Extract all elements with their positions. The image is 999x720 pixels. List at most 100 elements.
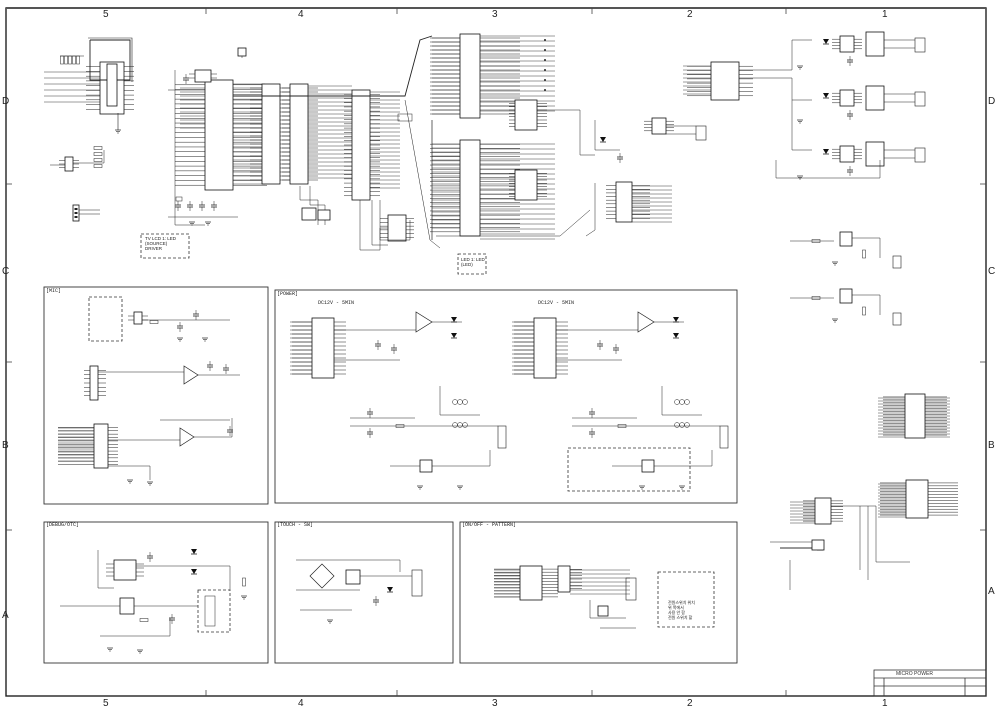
ic-chip bbox=[387, 214, 407, 242]
diode bbox=[823, 39, 829, 44]
wire bbox=[775, 160, 881, 179]
junction bbox=[544, 59, 546, 61]
ic-chip bbox=[106, 63, 118, 107]
wire bbox=[359, 200, 388, 251]
inductor bbox=[679, 422, 685, 428]
debug-title: [DEBUG/OTC] bbox=[46, 522, 80, 528]
power-box bbox=[274, 289, 738, 504]
ic-chip bbox=[113, 559, 137, 581]
resistor bbox=[93, 152, 103, 156]
ic-chip bbox=[557, 565, 571, 593]
connector bbox=[397, 113, 413, 122]
power-left-title: DC12V - 5MIN bbox=[318, 300, 355, 306]
power-right-title: DC12V - 5MIN bbox=[538, 300, 575, 306]
wire bbox=[875, 520, 910, 563]
ic-chip bbox=[64, 156, 74, 172]
title-block-title: MICRO POWER bbox=[896, 671, 933, 677]
resistor bbox=[60, 55, 64, 65]
zone-right-a: A bbox=[988, 586, 995, 597]
touch-sw-title: [TOUCH - SW] bbox=[277, 522, 314, 528]
zone-left-a: A bbox=[2, 610, 9, 621]
ic-chip bbox=[865, 31, 885, 57]
component-layer bbox=[44, 31, 958, 654]
wire bbox=[97, 550, 114, 589]
ic-chip bbox=[811, 539, 825, 551]
resistor bbox=[617, 424, 627, 428]
wire bbox=[585, 183, 596, 237]
inductor bbox=[679, 399, 685, 405]
connector bbox=[914, 37, 926, 53]
inductor bbox=[452, 422, 458, 428]
zone-top-1: 1 bbox=[882, 9, 888, 20]
connector bbox=[914, 91, 926, 107]
tv-note-box bbox=[140, 233, 190, 259]
resistor bbox=[76, 55, 80, 65]
junction bbox=[544, 89, 546, 91]
ic-chip bbox=[459, 139, 481, 237]
ic-chip bbox=[317, 209, 331, 221]
ic-chip bbox=[311, 317, 335, 379]
diode bbox=[387, 587, 393, 592]
ic-chip bbox=[301, 207, 317, 221]
resistor bbox=[93, 164, 103, 168]
ic-chip bbox=[351, 89, 371, 201]
wire bbox=[174, 70, 205, 226]
ic-chip bbox=[514, 169, 538, 201]
wire bbox=[594, 120, 620, 151]
wire bbox=[379, 200, 411, 241]
inductor bbox=[674, 422, 680, 428]
ic-chip bbox=[345, 569, 361, 585]
connector bbox=[625, 577, 637, 601]
resistor bbox=[395, 424, 405, 428]
wire bbox=[439, 386, 480, 416]
inductor bbox=[674, 399, 680, 405]
power-title: [POWER] bbox=[277, 291, 299, 297]
zone-top-4: 4 bbox=[298, 9, 304, 20]
bridge-rectifier bbox=[309, 563, 335, 589]
diode bbox=[673, 317, 679, 322]
pattern-title: [ON/OFF - PATTERN] bbox=[462, 522, 517, 528]
ic-chip bbox=[519, 565, 543, 601]
ic-chip bbox=[839, 145, 855, 163]
opamp bbox=[415, 311, 433, 333]
zone-top-5: 5 bbox=[103, 9, 109, 20]
connector bbox=[914, 147, 926, 163]
connector bbox=[892, 255, 902, 269]
ic-chip bbox=[89, 365, 99, 401]
junction bbox=[544, 39, 546, 41]
ic-chip bbox=[261, 83, 281, 185]
wire bbox=[432, 450, 491, 467]
connector bbox=[719, 425, 729, 449]
diode bbox=[823, 93, 829, 98]
wire bbox=[194, 418, 233, 438]
zone-right-c: C bbox=[988, 266, 996, 277]
korean-note-box bbox=[657, 571, 715, 628]
mid-note: LED 1: LED (LED) bbox=[461, 257, 485, 267]
power-dash-box bbox=[567, 447, 691, 492]
wire bbox=[831, 505, 877, 520]
connector-pin bbox=[74, 208, 78, 210]
wire bbox=[739, 77, 812, 101]
pattern-box bbox=[459, 521, 738, 664]
zone-bottom-3: 3 bbox=[492, 698, 498, 709]
zone-top-2: 2 bbox=[687, 9, 693, 20]
zone-left-c: C bbox=[2, 266, 10, 277]
zone-bottom-4: 4 bbox=[298, 698, 304, 709]
zone-ticks bbox=[6, 8, 986, 696]
ic-chip bbox=[839, 231, 853, 247]
tv-note: TV LCD 1: LED (SOURCE) DRIVER bbox=[145, 236, 176, 251]
wire bbox=[791, 100, 812, 151]
zone-bottom-2: 2 bbox=[687, 698, 693, 709]
junction bbox=[544, 79, 546, 81]
zone-bottom-5: 5 bbox=[103, 698, 109, 709]
wire bbox=[296, 559, 401, 572]
ic-chip bbox=[514, 99, 538, 131]
ic-chip bbox=[289, 83, 309, 185]
resistor bbox=[862, 306, 866, 316]
crystal bbox=[175, 196, 183, 202]
resistor bbox=[68, 55, 72, 65]
ic-chip bbox=[93, 423, 109, 469]
resistor bbox=[93, 158, 103, 162]
ic-chip bbox=[905, 479, 929, 519]
